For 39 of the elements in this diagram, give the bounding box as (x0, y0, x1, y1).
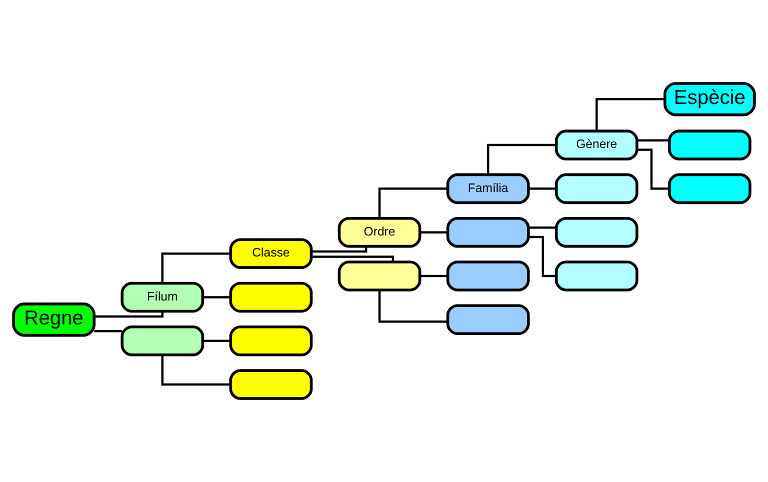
node-box (554, 216, 638, 248)
node-box (446, 216, 530, 248)
node-box: Regne (12, 302, 96, 337)
node-box (338, 260, 422, 292)
node-box (229, 282, 313, 313)
connector (420, 231, 448, 234)
node-box (554, 173, 638, 204)
node-box: Família (446, 173, 530, 204)
node-box (668, 130, 752, 160)
connector (202, 340, 230, 342)
node-box (229, 369, 313, 400)
connector (202, 296, 230, 298)
node-box (554, 260, 638, 292)
connector (378, 188, 448, 218)
node-box: Espècie (664, 82, 756, 116)
connector (94, 312, 164, 318)
connector (161, 355, 231, 386)
connector (311, 246, 368, 253)
connector (312, 256, 394, 262)
node-box: Classe (229, 238, 313, 269)
node-box: Gènere (554, 130, 638, 160)
connector (94, 330, 122, 332)
connector (420, 274, 448, 278)
node-box: Fílum (120, 282, 204, 313)
connector (486, 144, 556, 174)
node-box: Ordre (338, 216, 422, 248)
node-box (229, 326, 313, 356)
connector (596, 98, 665, 132)
connector (378, 290, 448, 323)
connector (637, 139, 670, 142)
connector (637, 148, 670, 190)
node-box (668, 173, 752, 204)
connector (528, 188, 556, 190)
node-box (120, 326, 204, 356)
connector (528, 236, 556, 278)
connector (528, 226, 556, 229)
node-box (446, 260, 530, 292)
connector (161, 252, 231, 283)
node-box (446, 304, 530, 335)
